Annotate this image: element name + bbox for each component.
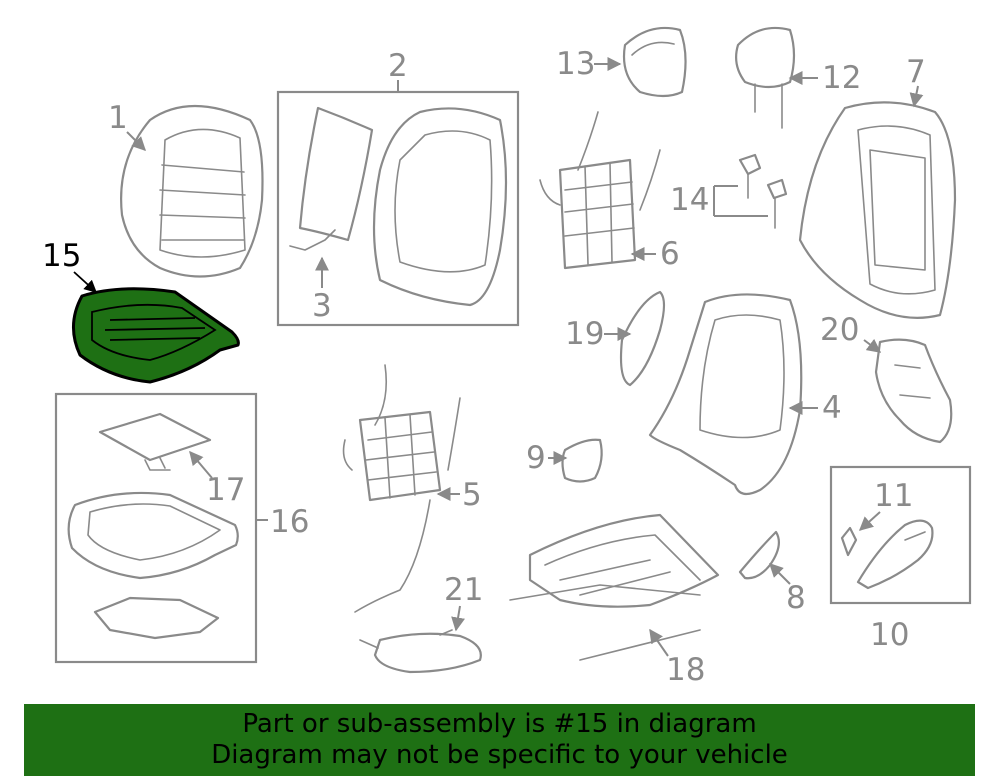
part-15-seat-cushion[interactable] [72, 287, 240, 384]
callout-9: 9 [526, 440, 546, 476]
callout-20: 20 [820, 312, 859, 348]
callout-6: 6 [660, 236, 680, 272]
callout-16: 16 [270, 504, 309, 540]
callout-2: 2 [388, 48, 408, 84]
banner-line-2: Diagram may not be specific to your vehi… [211, 740, 788, 770]
callout-14: 14 [670, 182, 709, 218]
part-21-module[interactable] [359, 629, 482, 674]
callout-15: 15 [42, 238, 81, 274]
callout-7: 7 [906, 54, 926, 90]
part-13-headrest[interactable] [622, 26, 687, 98]
callout-1: 1 [108, 100, 128, 136]
part-5-seat-wire-frame[interactable] [342, 364, 461, 613]
part-2-seatback-cushion[interactable] [372, 107, 508, 307]
part-4-seatback-frame[interactable] [648, 293, 803, 496]
callout-21: 21 [444, 572, 483, 608]
banner-line-1: Part or sub-assembly is #15 in diagram [242, 709, 757, 739]
part-8-bracket[interactable] [738, 530, 781, 580]
part-9-clip[interactable] [561, 438, 603, 483]
part-10-side-shield[interactable] [856, 519, 934, 590]
callout-10: 10 [870, 617, 909, 653]
callout-13: 13 [556, 46, 595, 82]
part-18-seat-track[interactable] [509, 513, 720, 661]
part-16-box [54, 392, 258, 664]
part-6-back-wire-frame[interactable] [539, 111, 661, 270]
part-12-headrest[interactable] [735, 26, 796, 129]
part-16-cushion-assembly[interactable] [67, 491, 239, 640]
part-11-clip[interactable] [840, 526, 858, 557]
part-20-bracket[interactable] [874, 338, 953, 444]
part-10-box [829, 465, 972, 605]
notice-banner: Part or sub-assembly is #15 in diagram D… [24, 704, 975, 776]
callout-18: 18 [666, 652, 705, 688]
part-14-headrest-guides[interactable] [738, 153, 788, 229]
part-19-trim[interactable] [619, 290, 666, 387]
callout-19: 19 [565, 316, 604, 352]
callout-8: 8 [786, 580, 806, 616]
callout-5: 5 [462, 477, 482, 513]
callout-4: 4 [822, 390, 842, 426]
part-3-heater-mat[interactable] [289, 106, 374, 251]
callout-17: 17 [206, 472, 245, 508]
part-7-seatback-panel[interactable] [798, 101, 957, 319]
callout-3: 3 [312, 288, 332, 324]
callout-11: 11 [874, 478, 913, 514]
callout-12: 12 [822, 60, 861, 96]
part-1-seatback-cover[interactable] [120, 105, 264, 278]
part-17-cushion-pad[interactable] [98, 412, 212, 471]
